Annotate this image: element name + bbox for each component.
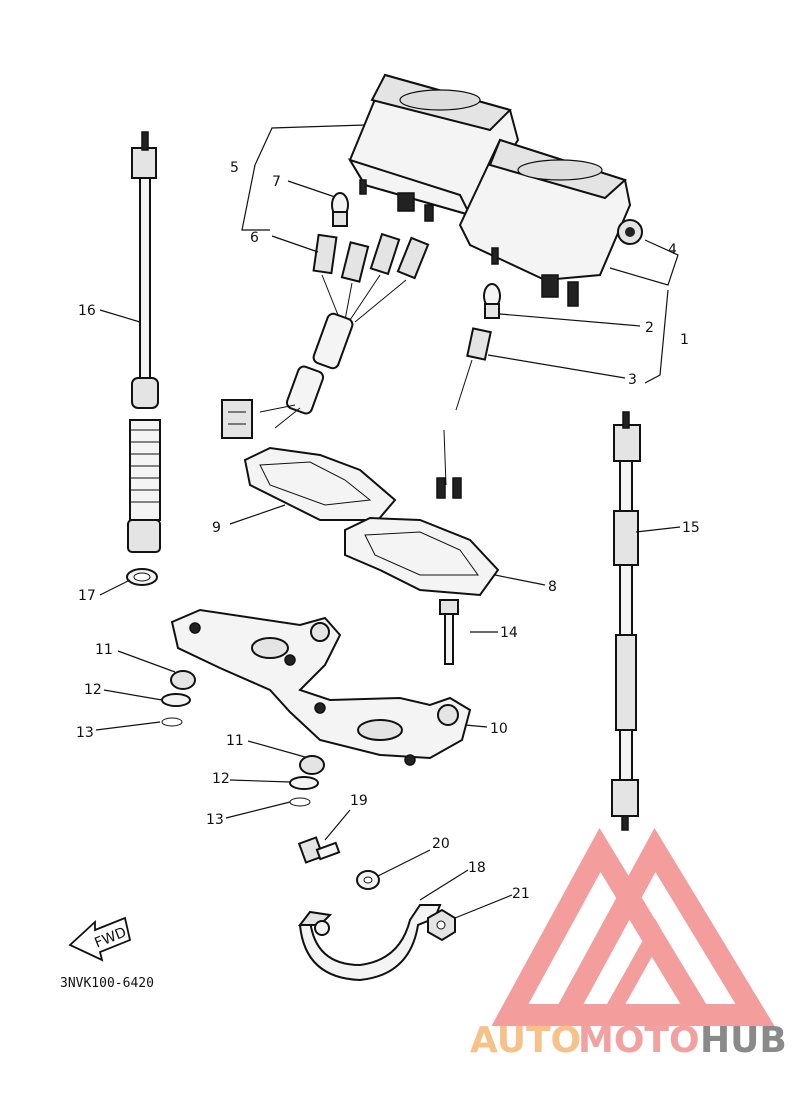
bulb-7 [331, 192, 349, 227]
clamp-18 [297, 904, 442, 982]
callout-1: 1 [680, 332, 689, 348]
brand-auto: AUTO [470, 1020, 581, 1061]
diagram-code: 3NVK100-6420 [60, 976, 154, 991]
callout-labels: 1 2 3 4 5 6 7 8 9 10 11 12 13 14 15 16 1… [60, 160, 700, 991]
callout-14: 14 [500, 625, 518, 641]
gasket-9 [243, 446, 397, 521]
callout-19: 19 [350, 793, 368, 809]
callout-5: 5 [230, 160, 239, 176]
callout-20: 20 [432, 836, 450, 852]
automotohub-wordmark: AUTO MOTO HUB [470, 1020, 787, 1061]
callout-16: 16 [78, 303, 96, 319]
brand-hub: HUB [700, 1020, 787, 1061]
tachometer-assembly [458, 138, 643, 307]
callout-21: 21 [512, 886, 530, 902]
callout-2: 2 [645, 320, 654, 336]
speedometer-assembly [347, 73, 520, 222]
wire-harness-6 [221, 232, 430, 439]
callout-11-lower: 11 [226, 733, 244, 749]
callout-6: 6 [250, 230, 259, 246]
nut-21 [427, 908, 456, 942]
grommet-set-upper [161, 670, 196, 727]
callout-12-upper: 12 [84, 682, 102, 698]
callout-3: 3 [628, 372, 637, 388]
brand-moto: MOTO [578, 1020, 700, 1061]
callout-8: 8 [548, 579, 557, 595]
meter-cable-15 [611, 411, 641, 831]
callout-leaders [95, 124, 681, 919]
meter-cable-16 [126, 131, 161, 586]
callout-9: 9 [212, 520, 221, 536]
bolt-14 [439, 599, 459, 665]
callout-15: 15 [682, 520, 700, 536]
automotohub-logo-mark [491, 827, 775, 1026]
gasket-8 [344, 516, 500, 597]
bolt-19 [297, 836, 341, 864]
callout-7: 7 [272, 174, 281, 190]
callout-12-lower: 12 [212, 771, 230, 787]
callout-13-upper: 13 [76, 725, 94, 741]
bracket-10 [170, 608, 472, 766]
callout-11-upper: 11 [95, 642, 113, 658]
washer-20 [356, 870, 380, 890]
bulb-2 [483, 283, 501, 319]
grommet-set-lower [289, 755, 325, 807]
fwd-arrow-icon [68, 916, 132, 962]
callout-18: 18 [468, 860, 486, 876]
socket-3 [436, 327, 492, 499]
callout-17: 17 [78, 588, 96, 604]
callout-10: 10 [490, 721, 508, 737]
callout-4: 4 [668, 242, 677, 258]
callout-13-lower: 13 [206, 812, 224, 828]
